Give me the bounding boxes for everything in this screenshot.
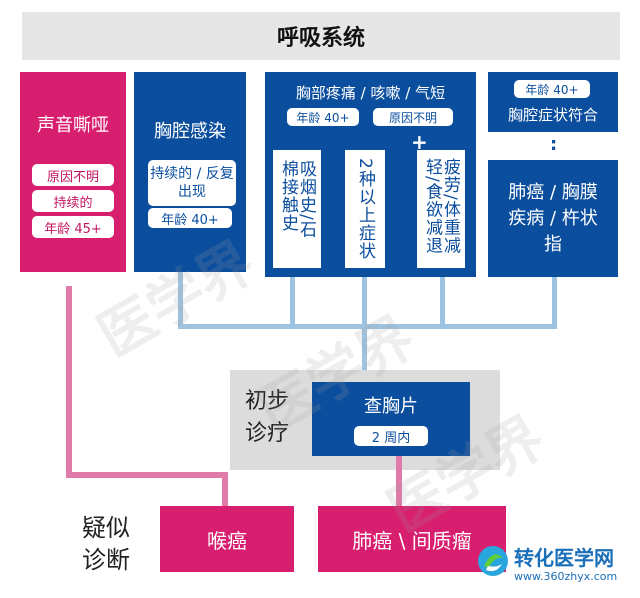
chest-pain-heading: 胸部疼痛 / 咳嗽 / 气短	[295, 84, 446, 102]
preliminary-label: 初步诊疗	[245, 389, 290, 446]
multi-symptom-box: 2种以上症状	[345, 150, 385, 268]
logo-name: 转化医学网	[514, 546, 614, 570]
pink-connector	[66, 472, 226, 478]
chest-infection-box: 胸腔感染 持续的 / 反复出现 年龄 40+	[134, 72, 246, 272]
connector-line	[552, 277, 557, 328]
tag-age-40: 年龄 40+	[287, 108, 359, 126]
connector-line	[362, 277, 367, 328]
suspected-diagnosis-label: 疑似诊断	[82, 514, 130, 574]
smoking-line-1: 吸烟史/石	[296, 160, 316, 239]
connector-line	[290, 277, 295, 328]
smoking-line-2: 棉接触史	[278, 160, 298, 232]
fatigue-line-2: 轻/食欲减退	[422, 158, 442, 255]
page-title: 呼吸系统	[22, 12, 620, 60]
pink-connector	[396, 456, 402, 508]
connector-line	[440, 277, 445, 328]
connector-line	[178, 272, 183, 328]
hoarseness-box: 声音嘶哑 原因不明 持续的 年龄 45+	[20, 72, 126, 272]
tag-age-45: 年龄 45+	[32, 216, 114, 238]
smoking-history-box: 吸烟史/石 棉接触史	[273, 150, 321, 268]
lung-cancer-box: 肺癌 \ 间质瘤	[318, 506, 506, 572]
fatigue-line-1: 疲劳/体重减	[440, 158, 460, 255]
tag-persistent: 持续的	[32, 190, 114, 212]
chest-infection-heading: 胸腔感染	[154, 121, 226, 142]
chest-symptom-heading: 胸腔症状符合	[507, 106, 598, 124]
plus-sign: +	[411, 130, 428, 154]
laryngeal-cancer-box: 喉癌	[160, 506, 294, 572]
logo-url: www.360zhyx.com	[514, 570, 618, 583]
pink-connector	[222, 472, 228, 508]
tag-recurrent: 持续的 / 反复出现	[148, 160, 236, 206]
chest-symptom-box: 年龄 40+ 胸腔症状符合	[488, 72, 618, 132]
tag-unknown-cause: 原因不明	[32, 164, 114, 186]
connector-line	[362, 324, 367, 384]
pink-connector	[66, 286, 72, 476]
chest-xray-label: 查胸片	[364, 396, 418, 417]
logo: 转化医学网 www.360zhyx.com	[476, 538, 636, 594]
lung-cancer-result-box: 肺癌 / 胸膜疾病 / 杵状指	[488, 160, 618, 277]
connector-line	[178, 324, 557, 329]
hoarseness-heading: 声音嘶哑	[37, 115, 109, 136]
chest-xray-box: 查胸片 2 周内	[312, 382, 470, 456]
fatigue-box: 疲劳/体重减 轻/食欲减退	[417, 150, 465, 268]
chest-symptom-column: 年龄 40+ 胸腔症状符合 : 肺癌 / 胸膜疾病 / 杵状指	[488, 72, 618, 277]
chest-pain-box: 胸部疼痛 / 咳嗽 / 气短 年龄 40+ 原因不明 + 吸烟史/石 棉接触史 …	[265, 72, 476, 277]
within-2-weeks-tag: 2 周内	[354, 426, 428, 446]
logo-icon	[478, 546, 508, 576]
colon-mark: :	[550, 134, 558, 155]
tag-unknown-cause: 原因不明	[373, 108, 453, 126]
tag-age-40: 年龄 40+	[514, 80, 590, 98]
tag-age-40: 年龄 40+	[148, 208, 232, 228]
multi-symptom-text: 2种以上症状	[355, 158, 375, 260]
